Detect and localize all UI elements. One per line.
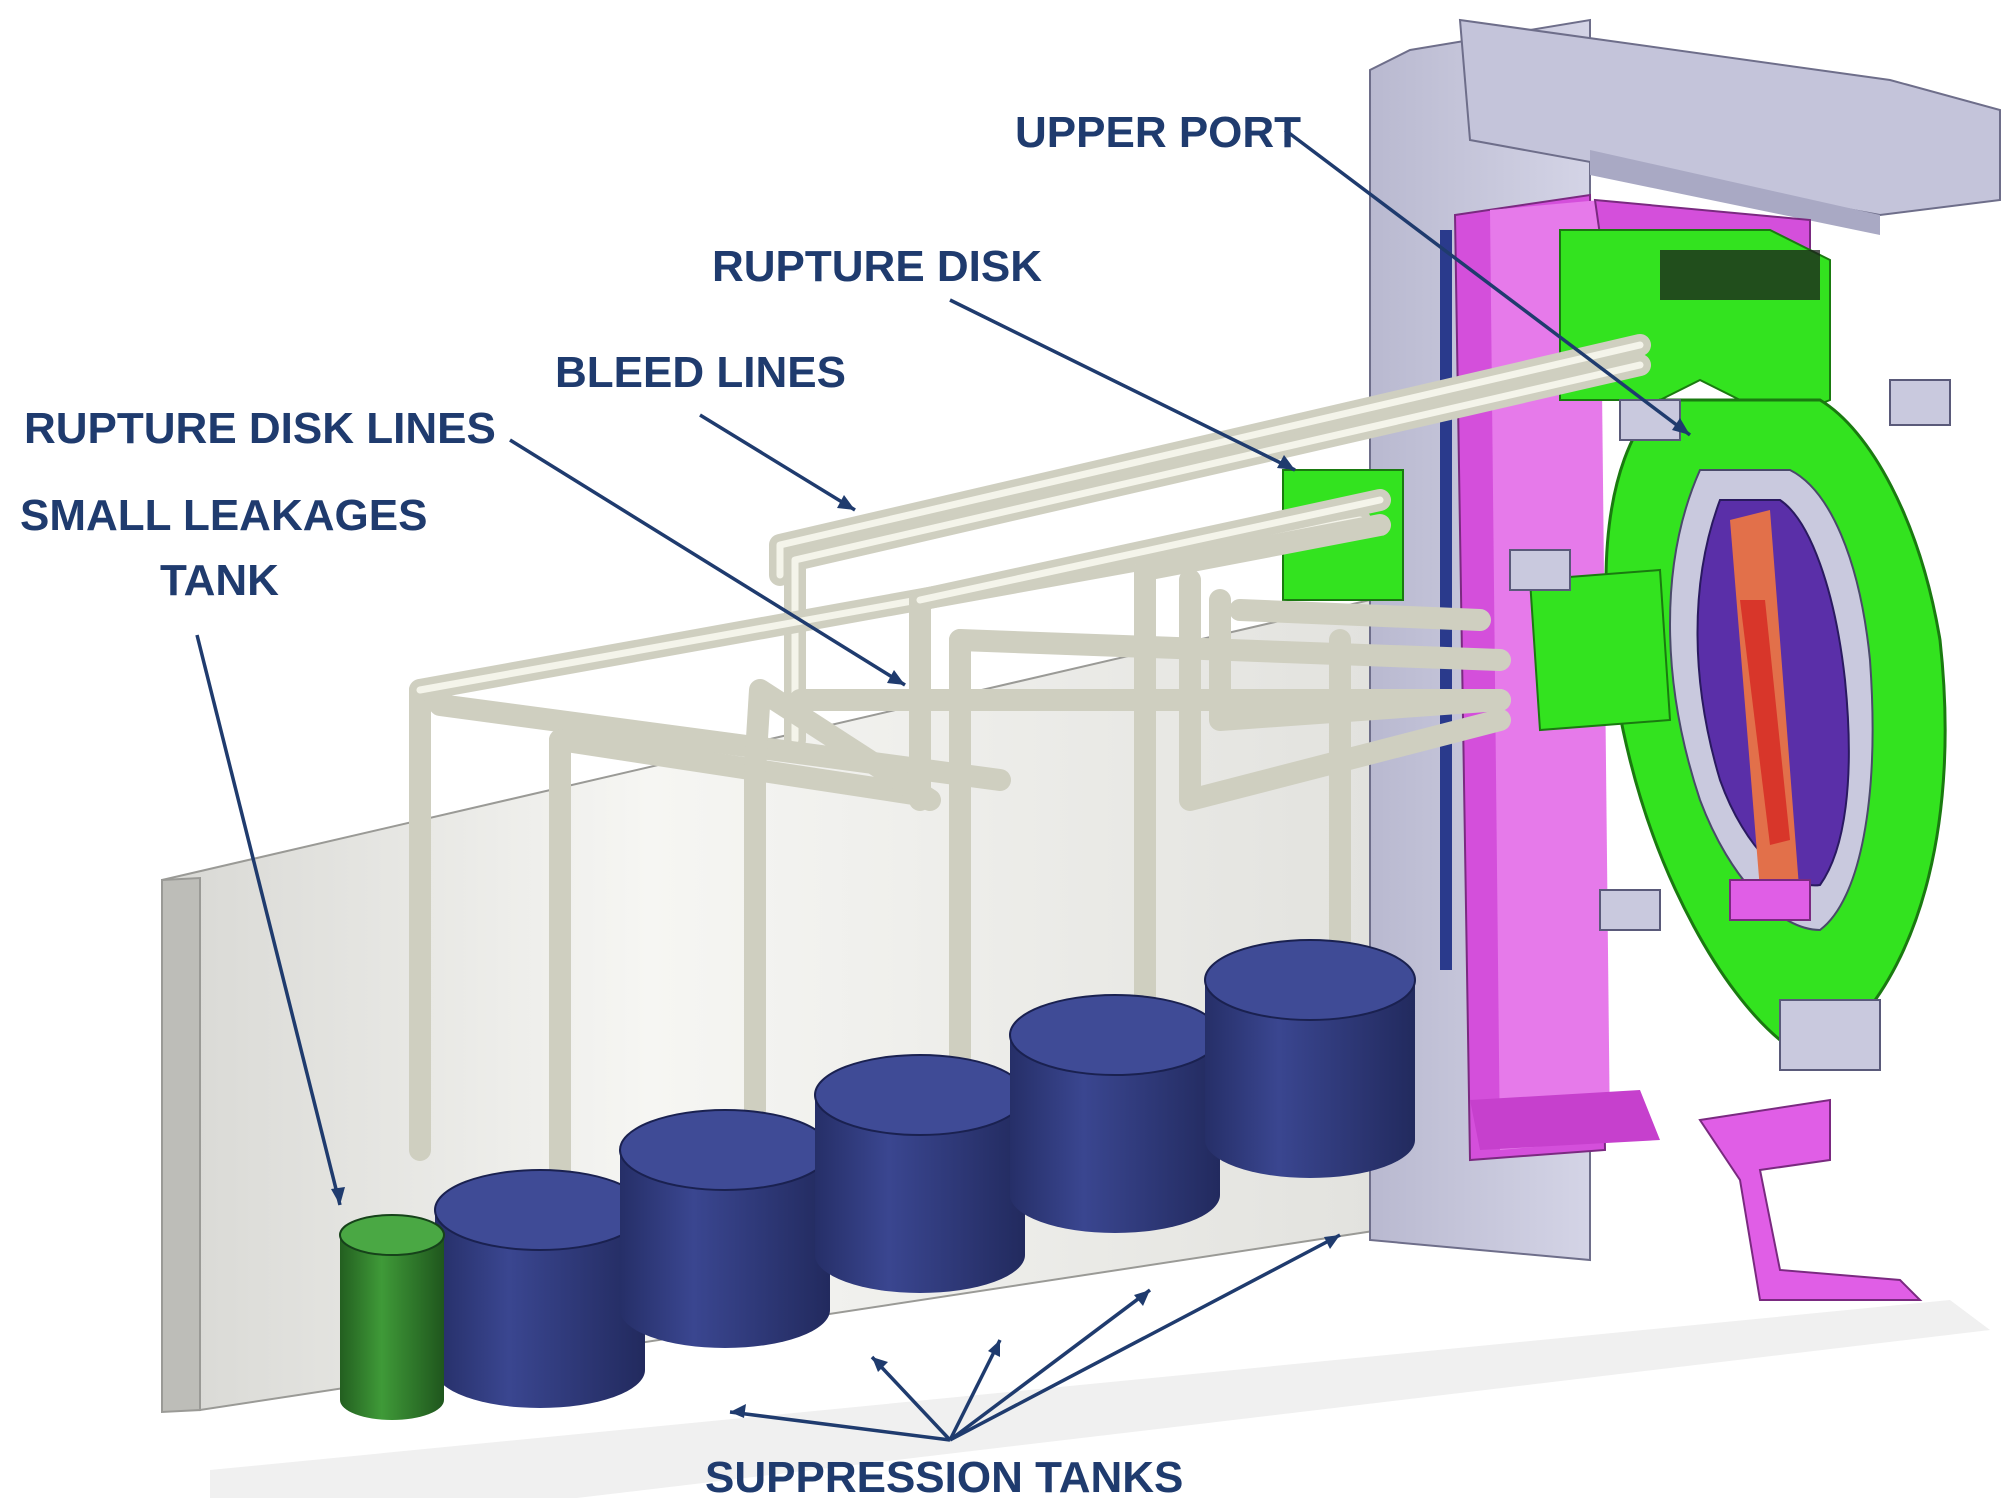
label-rupture-disk: RUPTURE DISK [712, 242, 1042, 291]
label-small-leakages: SMALL LEAKAGES [20, 491, 427, 540]
label-upper-port: UPPER PORT [1015, 108, 1301, 157]
small-leakages-tank [340, 1215, 444, 1420]
label-suppression-tanks: SUPPRESSION TANKS [705, 1453, 1183, 1498]
label-rupture-disk-lines: RUPTURE DISK LINES [24, 404, 496, 453]
suppression-tank-5 [1205, 940, 1415, 1178]
suppression-tank-4 [1010, 995, 1220, 1233]
suppression-tank-3 [815, 1055, 1025, 1293]
label-tank: TANK [160, 556, 279, 605]
arrow-bleed-lines [700, 415, 855, 510]
suppression-tank-2 [620, 1110, 830, 1348]
label-bleed-lines: BLEED LINES [555, 348, 846, 397]
arrow-rupture-disk [950, 300, 1295, 470]
lower-bracket [1700, 1100, 1920, 1300]
suppression-tank-1 [435, 1170, 645, 1408]
